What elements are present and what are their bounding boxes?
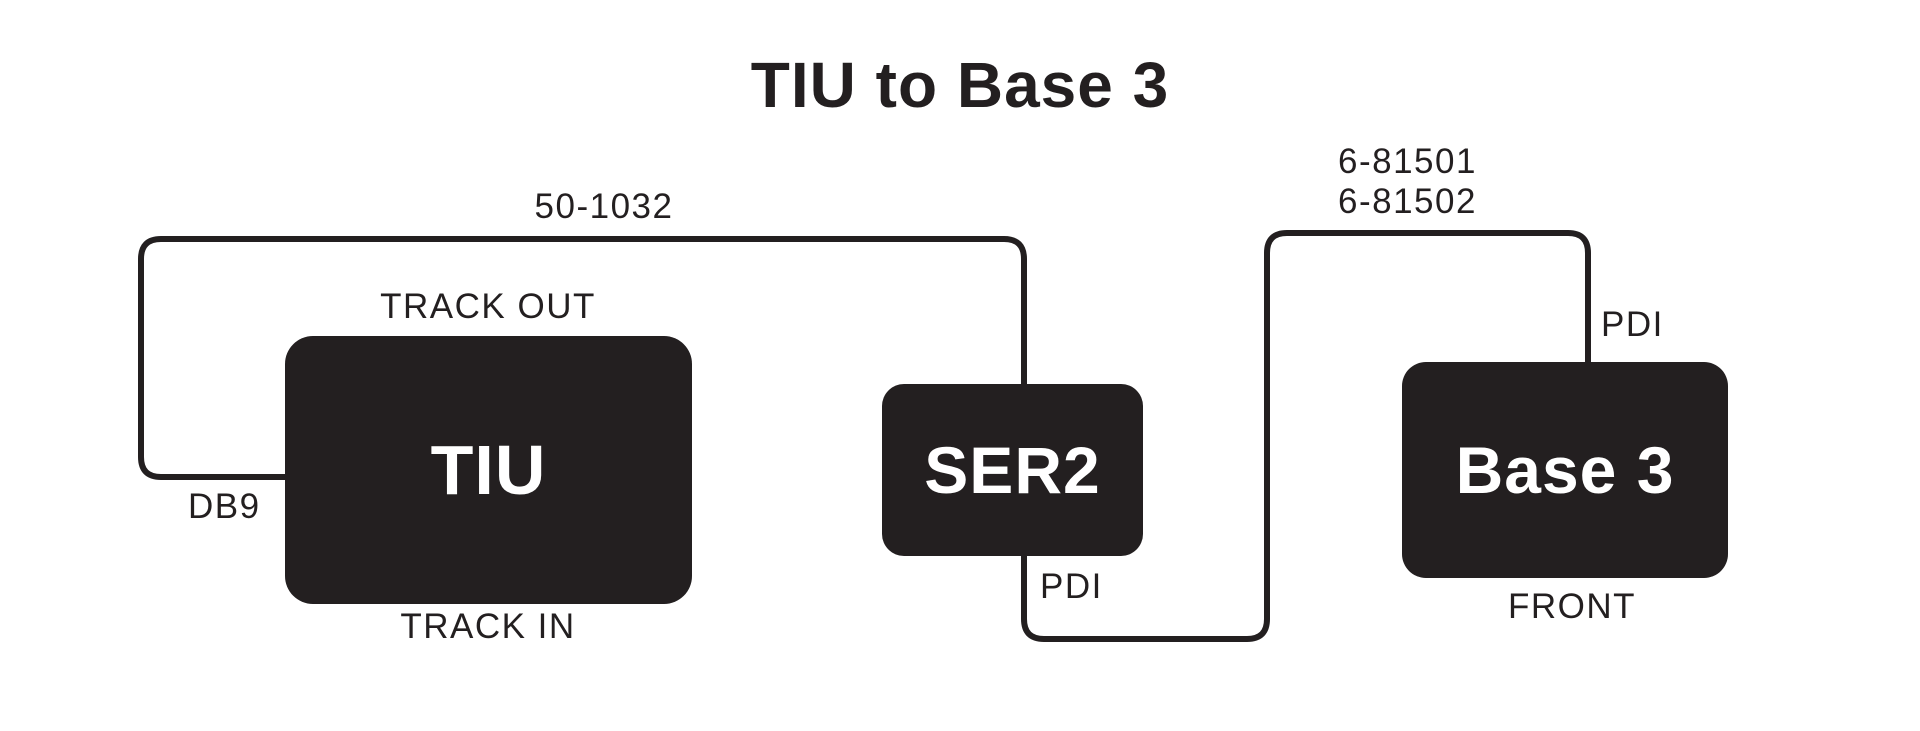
base3-box: Base 3 bbox=[1402, 362, 1728, 578]
cable-50-1032-path bbox=[138, 236, 1027, 480]
ser2-device-label: SER2 bbox=[924, 433, 1101, 507]
base3-pdi-port-label: PDI bbox=[1601, 305, 1664, 344]
cable-pdi-path bbox=[1021, 230, 1591, 642]
base3-front-caption: FRONT bbox=[1507, 587, 1637, 626]
diagram-title: TIU to Base 3 bbox=[750, 49, 1170, 121]
cable-base3-part-numbers: 6-81501 6-81502 bbox=[1338, 142, 1477, 222]
ser2-box: SER2 bbox=[882, 384, 1143, 556]
tiu-track-in-port-label: TRACK IN bbox=[400, 607, 576, 646]
tiu-track-out-port-label: TRACK OUT bbox=[380, 287, 596, 326]
cable-part-number-6-81502: 6-81502 bbox=[1338, 182, 1477, 221]
tiu-device-label: TIU bbox=[430, 431, 547, 509]
cable-50-1032-part-number: 50-1032 bbox=[534, 187, 674, 226]
tiu-box: TIU bbox=[285, 336, 692, 604]
ser2-pdi-port-label: PDI bbox=[1040, 567, 1103, 606]
base3-device-label: Base 3 bbox=[1455, 433, 1675, 507]
tiu-db9-port-label: DB9 bbox=[188, 487, 261, 526]
cable-part-number-6-81501: 6-81501 bbox=[1338, 142, 1477, 181]
